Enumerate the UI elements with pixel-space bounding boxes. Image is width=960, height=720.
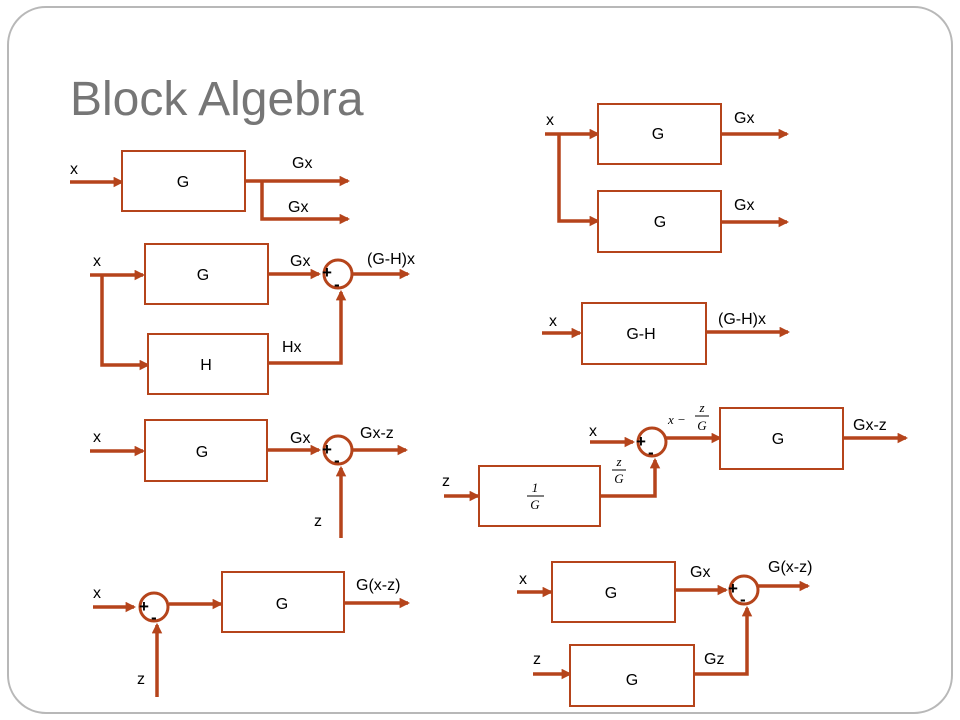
label-g: G: [654, 214, 666, 231]
plus-sign: +: [728, 579, 738, 598]
label-gx-minus-z: Gx-z: [360, 425, 394, 442]
summing-junction: [636, 426, 668, 458]
label-z: z: [442, 473, 450, 490]
label-x: x: [93, 585, 101, 602]
minus-sign: -: [334, 275, 340, 294]
label-gx: Gx: [292, 155, 312, 172]
summing-junction: [138, 591, 170, 623]
label-x: x: [546, 112, 554, 129]
label-hx: Hx: [282, 339, 302, 356]
plus-sign: +: [636, 432, 646, 451]
fraction-denominator: G: [530, 497, 540, 512]
summing-junction: [322, 258, 354, 290]
block-g: [597, 190, 722, 253]
label-g: G: [177, 174, 189, 191]
slide-title: Block Algebra: [70, 73, 364, 126]
plus-sign: +: [139, 597, 149, 616]
fraction-numerator: 1: [532, 480, 539, 495]
block-g: [551, 561, 676, 623]
label-x: x: [93, 429, 101, 446]
label-g: G: [197, 267, 209, 284]
minus-sign: -: [334, 451, 340, 470]
plus-sign: +: [322, 263, 332, 282]
diagram-moved-junction: + - x z G Gx-z 1 G z G x − z G: [442, 400, 909, 527]
label-z: z: [533, 651, 541, 668]
label-gx: Gx: [734, 110, 754, 127]
diagram-subtract-before: + - x G G(x-z) z: [93, 571, 411, 697]
label-g-minus-h-x: (G-H)x: [718, 311, 766, 328]
label-x: x: [519, 571, 527, 588]
label-gx: Gx: [290, 430, 310, 447]
label-x: x: [70, 161, 78, 178]
block-g: [221, 571, 345, 633]
label-g-of-x-minus-z: G(x-z): [356, 577, 400, 594]
block-g: [121, 150, 246, 212]
minus-sign: -: [151, 608, 157, 627]
label-gx: Gx: [290, 253, 310, 270]
block-g: [719, 407, 844, 470]
label-gx-minus-z: Gx-z: [853, 417, 887, 434]
label-x: x: [549, 313, 557, 330]
diagram-distributed-g: + - x z G G Gx Gz G(x-z): [517, 559, 812, 707]
fraction-denominator: G: [614, 471, 624, 486]
fraction-denominator: G: [697, 418, 707, 433]
minus-sign: -: [648, 443, 654, 462]
label-g: G: [605, 585, 617, 602]
label-g: G: [772, 431, 784, 448]
block-h: [147, 333, 269, 395]
label-g: G: [652, 126, 664, 143]
summing-junction: [322, 434, 354, 466]
label-g: G: [196, 444, 208, 461]
label-g-of-x-minus-z: G(x-z): [768, 559, 812, 576]
diagram-subtract-after: + - x G Gx Gx-z z: [90, 419, 409, 538]
label-g-minus-h: G-H: [626, 326, 655, 343]
minus-sign: -: [740, 590, 746, 609]
diagram-input-branch: x G G Gx Gx: [545, 103, 790, 253]
label-g-minus-h-x: (G-H)x: [367, 251, 415, 268]
label-gx: Gx: [734, 197, 754, 214]
label-h: H: [200, 357, 212, 374]
block-g: [569, 644, 695, 707]
label-x: x: [589, 423, 597, 440]
diagram-parallel-difference: + - x G H Gx Hx (G-H)x: [90, 243, 415, 395]
label-gz: Gz: [704, 651, 724, 668]
summing-junction: [728, 574, 760, 606]
plus-sign: +: [322, 440, 332, 459]
label-gx: Gx: [288, 199, 308, 216]
block-g: [597, 103, 722, 165]
diagram-combined-difference: x G-H (G-H)x: [542, 302, 791, 365]
label-x: x: [93, 253, 101, 270]
block-g: [144, 243, 269, 305]
diagram-output-branch: x G Gx Gx: [70, 150, 351, 225]
expression-x-minus: x −: [667, 412, 686, 427]
label-g: G: [276, 596, 288, 613]
label-z: z: [314, 513, 322, 530]
label-g: G: [626, 672, 638, 689]
label-gx: Gx: [690, 564, 710, 581]
fraction-numerator: z: [698, 400, 704, 415]
fraction-numerator: z: [615, 454, 621, 469]
label-z: z: [137, 671, 145, 688]
